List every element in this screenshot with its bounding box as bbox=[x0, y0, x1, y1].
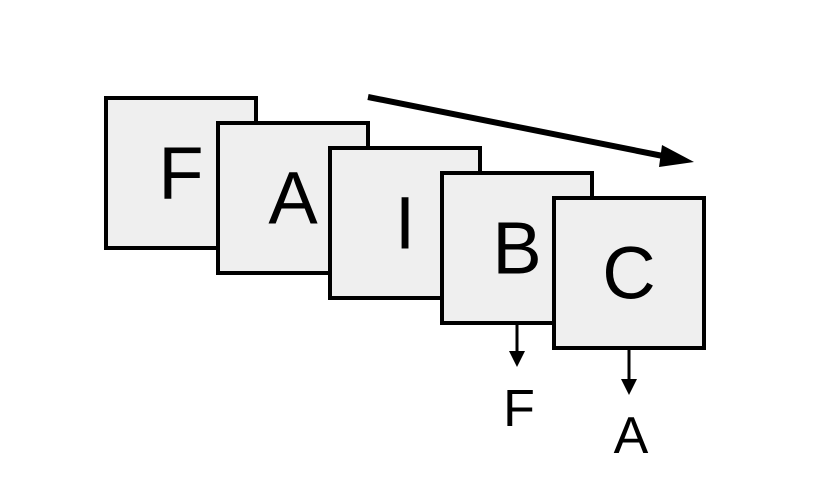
output-arrow-c bbox=[621, 348, 637, 395]
card-letter: A bbox=[268, 157, 318, 240]
card-c: C bbox=[552, 196, 706, 350]
output-arrow-b bbox=[509, 323, 525, 367]
output-label-f: F bbox=[503, 380, 535, 438]
direction-arrow bbox=[367, 94, 694, 167]
card-letter: F bbox=[158, 132, 203, 215]
output-label-a: A bbox=[614, 407, 649, 465]
card-letter: C bbox=[602, 232, 655, 315]
card-letter: B bbox=[492, 207, 541, 290]
card-letter: I bbox=[395, 182, 416, 265]
